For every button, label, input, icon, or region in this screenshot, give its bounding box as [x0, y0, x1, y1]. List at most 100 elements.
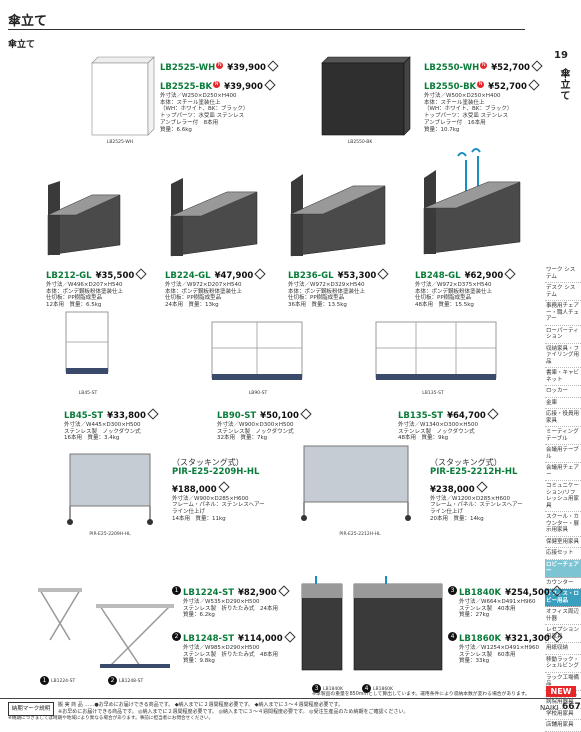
spec-line: 仕切板：PP樹脂成型品 — [46, 295, 103, 302]
product-lb248: LB248-GL¥62,900 外寸法／W972×D375×H540 本体：ポン… — [415, 263, 516, 309]
spec-line: 質量：6.2kg — [183, 612, 215, 619]
new-icon: N — [213, 81, 221, 88]
price: ¥52,700 — [488, 82, 527, 92]
category-item[interactable]: 保健室用家具 — [545, 537, 581, 548]
spec-line: 本体：ポンデ鋼板粉体塗装仕上 — [46, 288, 124, 295]
price: ¥238,000 — [430, 484, 475, 495]
callout-4: 4 — [448, 632, 457, 641]
category-item[interactable]: 店舗用家具 — [545, 720, 581, 732]
chapter-number: 19 — [541, 47, 581, 65]
delivery-mark-icon — [283, 630, 296, 643]
price: ¥50,100 — [260, 411, 299, 421]
category-item[interactable]: 応接・役員用家具 — [545, 409, 581, 427]
price: ¥321,300 — [505, 634, 550, 644]
category-item[interactable]: ワーク システム — [545, 265, 581, 283]
model-name: LB2550-BK — [424, 82, 477, 92]
category-item[interactable]: コミュニケーション/リフレッシュ用家具 — [545, 481, 581, 512]
spec-line: ステンレス製 40本用 — [459, 605, 516, 612]
price: ¥47,900 — [214, 271, 254, 281]
category-item[interactable]: ローパーティション — [545, 326, 581, 344]
model-name: LB1860K — [459, 634, 502, 644]
category-item[interactable]: ロッカー — [545, 386, 581, 398]
price: ¥39,900 — [224, 82, 263, 92]
category-item[interactable]: 会議用テーブル — [545, 445, 581, 463]
spec-line: アンブレラー付 16本用 — [424, 119, 486, 126]
spec-line: 外寸法／W1254×D491×H960 — [459, 645, 540, 651]
spec-line: 20本用 質量：14kg — [430, 515, 484, 522]
callout-3: 3 — [448, 586, 457, 595]
spec-line: 質量：6.6kg — [160, 126, 192, 133]
spec-line: 外寸法／W445×D300×H500 — [64, 422, 141, 428]
model-name: PIR-E25-2209H-HL — [172, 466, 260, 477]
category-item[interactable]: 応接セット — [545, 548, 581, 560]
delivery-mark-icon — [504, 267, 516, 280]
model-name: LB212-GL — [46, 271, 92, 281]
category-item[interactable]: レセプション用家具 — [545, 625, 581, 643]
callout-2: 2 — [172, 632, 181, 641]
chapter-label: 傘立て — [558, 68, 569, 101]
spec-line: 仕切板：PP樹脂成型品 — [165, 295, 222, 302]
category-item[interactable]: 事務用チェアー・職人チェアー — [545, 301, 581, 326]
category-item[interactable]: 金庫 — [545, 398, 581, 409]
image-label: PIR-E25-2212H-HL — [339, 532, 381, 537]
price: ¥64,700 — [447, 411, 486, 421]
category-item[interactable]: ロビーチェアー — [545, 559, 581, 578]
product-image-lb135 — [375, 321, 497, 380]
product-lb236: LB236-GL¥53,300 外寸法／W972×D329×H540 本体：ポン… — [288, 263, 389, 309]
section-title: 傘立て — [8, 40, 36, 50]
category-item[interactable]: ミーティングテーブル — [545, 427, 581, 445]
product-pir2212: （スタッキング式） PIR-E25-2212H-HL ¥238,000 外寸法／… — [430, 459, 523, 523]
delivery-mark-icon — [135, 267, 147, 280]
spec-line: 本体：スチール塗装仕上 — [424, 99, 485, 106]
delivery-mark-icon — [551, 630, 563, 643]
model-name: LB2525-BK — [160, 82, 213, 92]
category-item[interactable]: スクール・カウンター・展示用家具 — [545, 512, 581, 537]
category-item[interactable]: 会議用チェアー — [545, 463, 581, 481]
spec-line: 外寸法／W972×D207×H540 — [165, 282, 242, 288]
callout-3: 3 — [312, 684, 321, 693]
category-item[interactable]: 移動ラック・シェルビング — [545, 655, 581, 673]
spec-line: 本体：スチール塗装仕上 — [160, 99, 221, 106]
category-item[interactable]: デスク システム — [545, 283, 581, 301]
product-lb90: LB90-ST¥50,100 外寸法／W900×D300×H500 ステンレス製… — [217, 403, 312, 442]
spec-line: 外寸法／W250×D250×H400 — [160, 93, 237, 99]
spec-line: 仕切板：PP樹脂成型品 — [288, 295, 345, 302]
spec-line: 16本用 質量：3.4kg — [64, 435, 120, 442]
spec-line: 外寸法／W972×D329×H540 — [288, 282, 365, 288]
spec-line: 本体：ポンデ鋼板粉体塗装仕上 — [415, 288, 493, 295]
delivery-mark-icon — [551, 584, 563, 597]
spec-line: 32本用 質量：7kg — [217, 435, 268, 442]
spec-line: アンブレラー付 8本用 — [160, 119, 219, 126]
price: ¥114,000 — [238, 634, 283, 644]
image-label: LB135-ST — [422, 391, 444, 396]
product-image-lb224 — [170, 178, 258, 257]
spec-line: 外寸法／W500×D250×H400 — [424, 93, 501, 99]
product-lb212: LB212-GL¥35,500 外寸法／W496×D207×H540 本体：ポン… — [46, 263, 147, 309]
delivery-mark-icon — [267, 59, 279, 72]
product-image-lb2525 — [91, 56, 155, 136]
category-item[interactable]: 書庫・キャビネット — [545, 368, 581, 386]
model-name: LB2550-WH — [424, 63, 480, 73]
spec-line: ステンレス製 ノックダウン式 — [217, 428, 294, 435]
product-image-pir2209 — [67, 453, 153, 525]
product-lb224: LB224-GL¥47,900 外寸法／W972×D207×H540 本体：ポン… — [165, 263, 266, 309]
product-lb45: LB45-ST¥33,800 外寸法／W445×D300×H500 ステンレス製… — [64, 403, 159, 442]
image-label: LB2550-BK — [347, 140, 373, 145]
category-item[interactable]: 収納家具・ファイリング用品 — [545, 344, 581, 368]
spec-line: トップパーツ：水受皿 ステンレス — [424, 113, 509, 120]
spec-line: ステンレス製 折りたたみ式 24本用 — [183, 605, 278, 612]
delivery-mark-icon — [475, 481, 488, 493]
spec-line: 外寸法／W535×D290×H500 — [183, 599, 260, 605]
delivery-mark-icon — [278, 584, 290, 597]
category-item[interactable]: オフィス・ロビー用品 — [545, 589, 581, 607]
category-item[interactable]: カウンター — [545, 578, 581, 589]
product-note: （スタッキング式） — [172, 458, 244, 467]
category-item[interactable]: オフィス周辺什器 — [545, 607, 581, 625]
spec-line: 外寸法／W972×D375×H540 — [415, 282, 492, 288]
delivery-mark-icon — [531, 59, 543, 72]
price: ¥53,300 — [337, 271, 377, 281]
category-item[interactable]: 用紙収納 — [545, 643, 581, 655]
